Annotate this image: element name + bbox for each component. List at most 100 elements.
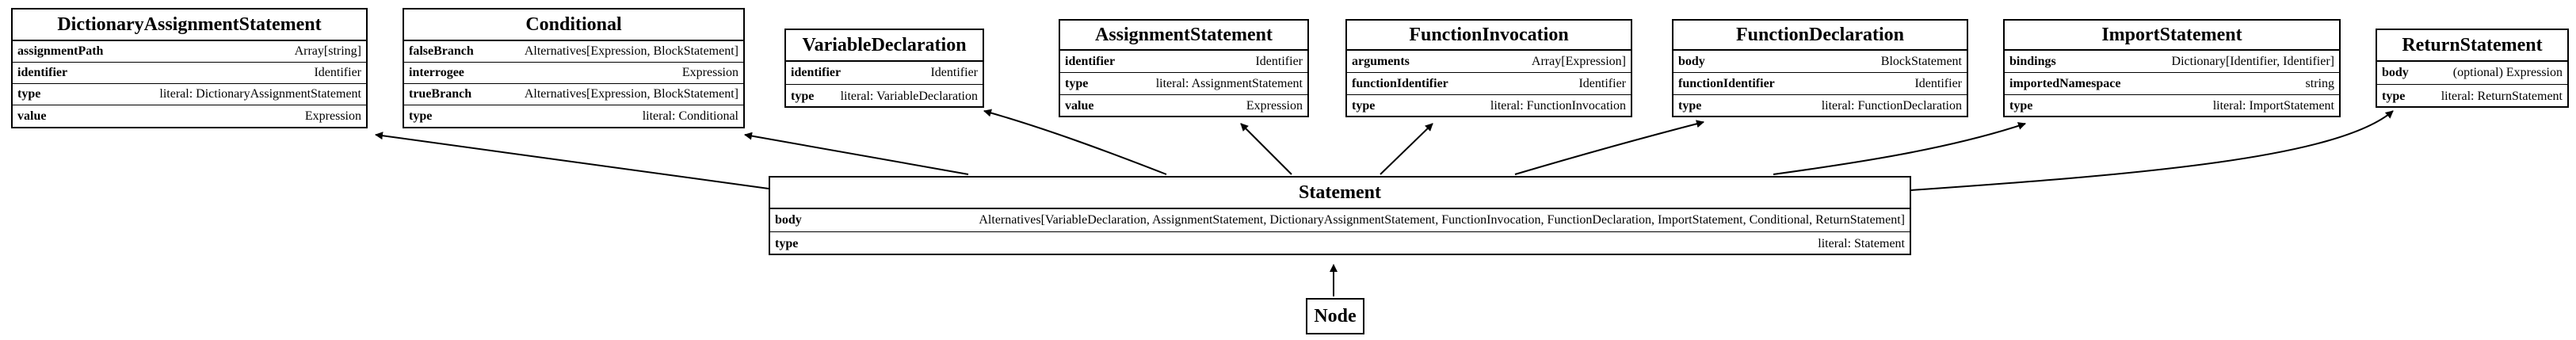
field-row: identifier Identifier (786, 62, 983, 85)
field-type: Alternatives[Expression, BlockStatement] (524, 44, 738, 58)
edge-statement-to-import-statement (1773, 122, 2026, 175)
node-return-statement[interactable]: ReturnStatement body (optional) Expressi… (2376, 29, 2569, 108)
field-type: Identifier (1255, 54, 1303, 68)
field-row: functionIdentifier Identifier (1673, 73, 1967, 95)
field-row: type literal: ReturnStatement (2377, 85, 2567, 108)
field-type: literal: Statement (1818, 236, 1905, 250)
field-name: body (775, 213, 802, 227)
field-type: Array[string] (294, 44, 361, 58)
field-name: functionIdentifier (1678, 76, 1775, 90)
field-type: Expression (681, 66, 738, 79)
node-function-declaration[interactable]: FunctionDeclaration body BlockStatement … (1672, 19, 1968, 117)
field-type: literal: FunctionInvocation (1490, 99, 1626, 113)
node-import-statement[interactable]: ImportStatement bindings Dictionary[Iden… (2003, 19, 2341, 117)
node-title: VariableDeclaration (786, 30, 983, 62)
node-node[interactable]: Node (1306, 298, 1364, 334)
field-row: importedNamespace string (2005, 73, 2339, 95)
field-row: type literal: FunctionInvocation (1347, 95, 1631, 117)
edge-statement-to-dictionary-assignment-statement (375, 132, 769, 189)
field-row: identifier Identifier (1060, 51, 1307, 73)
field-type: string (2305, 76, 2334, 90)
field-name: type (1065, 76, 1089, 90)
node-function-invocation[interactable]: FunctionInvocation arguments Array[Expre… (1345, 19, 1632, 117)
field-name: value (17, 109, 47, 123)
node-assignment-statement[interactable]: AssignmentStatement identifier Identifie… (1059, 19, 1309, 117)
node-title: ReturnStatement (2377, 30, 2567, 62)
field-name: interrogee (409, 66, 464, 79)
field-row: type literal: Statement (770, 232, 1910, 255)
field-name: trueBranch (409, 87, 472, 101)
field-type: Identifier (930, 66, 978, 79)
field-type: BlockStatement (1880, 54, 1962, 68)
field-type: Dictionary[Identifier, Identifier] (2171, 54, 2334, 68)
field-type: literal: VariableDeclaration (840, 89, 978, 103)
field-type: (optional) Expression (2452, 66, 2563, 79)
node-title: FunctionDeclaration (1673, 21, 1967, 51)
node-title: Node (1314, 305, 1357, 327)
field-name: falseBranch (409, 44, 474, 58)
field-name: assignmentPath (17, 44, 104, 58)
field-name: type (409, 109, 433, 123)
field-type: literal: AssignmentStatement (1155, 76, 1303, 90)
field-type: literal: ReturnStatement (2441, 89, 2563, 103)
node-title: Statement (770, 178, 1910, 209)
field-name: type (2009, 99, 2033, 113)
field-type: Expression (304, 109, 361, 123)
field-row: type literal: VariableDeclaration (786, 85, 983, 108)
field-row: bindings Dictionary[Identifier, Identifi… (2005, 51, 2339, 73)
field-name: importedNamespace (2009, 76, 2121, 90)
field-row: type literal: Conditional (404, 105, 743, 127)
field-type: Alternatives[VariableDeclaration, Assign… (979, 213, 1905, 227)
field-type: literal: FunctionDeclaration (1821, 99, 1962, 113)
field-row: type literal: AssignmentStatement (1060, 73, 1307, 95)
field-row: body BlockStatement (1673, 51, 1967, 73)
node-variable-declaration[interactable]: VariableDeclaration identifier Identifie… (784, 29, 984, 108)
node-title: AssignmentStatement (1060, 21, 1307, 51)
field-type: literal: DictionaryAssignmentStatement (159, 87, 361, 101)
field-name: type (791, 89, 815, 103)
field-name: type (1678, 99, 1702, 113)
field-type: literal: Conditional (642, 109, 738, 123)
node-conditional[interactable]: Conditional falseBranch Alternatives[Exp… (403, 8, 745, 128)
field-row: type literal: DictionaryAssignmentStatem… (13, 84, 366, 105)
field-row: functionIdentifier Identifier (1347, 73, 1631, 95)
field-type: Array[Expression] (1531, 54, 1626, 68)
edge-statement-to-assignment-statement (1240, 123, 1292, 175)
edge-statement-to-return-statement (1910, 110, 2394, 191)
edge-statement-to-function-declaration (1514, 120, 1704, 175)
edge-statement-to-conditional (744, 132, 969, 175)
node-title: FunctionInvocation (1347, 21, 1631, 51)
node-statement[interactable]: Statement body Alternatives[VariableDecl… (769, 176, 1911, 255)
field-type: Alternatives[Expression, BlockStatement] (524, 87, 738, 101)
field-type: Identifier (314, 66, 361, 79)
node-title: ImportStatement (2005, 21, 2339, 51)
field-type: Identifier (1578, 76, 1626, 90)
field-name: value (1065, 99, 1094, 113)
field-name: type (17, 87, 41, 101)
field-name: type (2382, 89, 2406, 103)
node-dictionary-assignment-statement[interactable]: DictionaryAssignmentStatement assignment… (11, 8, 368, 128)
field-row: value Expression (1060, 95, 1307, 117)
field-type: literal: ImportStatement (2212, 99, 2334, 113)
field-row: assignmentPath Array[string] (13, 41, 366, 63)
edge-statement-to-function-invocation (1380, 123, 1433, 175)
node-title: Conditional (404, 10, 743, 41)
field-row: trueBranch Alternatives[Expression, Bloc… (404, 84, 743, 105)
field-row: identifier Identifier (13, 63, 366, 84)
field-name: identifier (791, 66, 841, 79)
field-row: falseBranch Alternatives[Expression, Blo… (404, 41, 743, 63)
field-name: functionIdentifier (1352, 76, 1448, 90)
field-name: type (775, 236, 799, 250)
field-row: value Expression (13, 105, 366, 127)
node-title: DictionaryAssignmentStatement (13, 10, 366, 41)
edge-statement-to-variable-declaration (983, 109, 1167, 175)
field-row: body (optional) Expression (2377, 62, 2567, 85)
field-name: identifier (17, 66, 68, 79)
field-name: body (2382, 66, 2409, 79)
field-name: identifier (1065, 54, 1116, 68)
field-row: type literal: FunctionDeclaration (1673, 95, 1967, 117)
field-type: Expression (1246, 99, 1303, 113)
field-name: body (1678, 54, 1705, 68)
field-row: interrogee Expression (404, 63, 743, 84)
field-name: bindings (2009, 54, 2056, 68)
